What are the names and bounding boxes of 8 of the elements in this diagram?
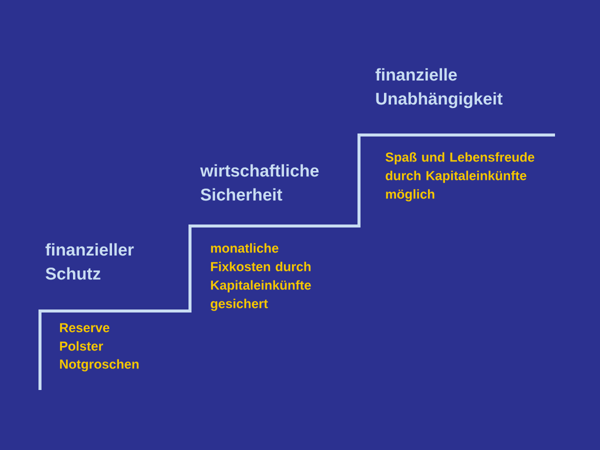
description-text: Spaß und Lebensfreude durch Kapitaleinkünfte möglich xyxy=(386,152,534,202)
heading-text: wirtschaftliche Sicherheit xyxy=(200,164,319,201)
heading-text: finanzielle Unabhängigkeit xyxy=(376,68,503,108)
list-item: Polster xyxy=(60,341,104,351)
list-item: Notgroschen xyxy=(60,359,139,372)
heading-text: finanzieller Schutz xyxy=(46,243,134,280)
list-item: Reserve xyxy=(60,323,110,332)
description-text: monatliche Fixkosten durch Kapitaleinkünfte gesichert xyxy=(210,243,311,311)
